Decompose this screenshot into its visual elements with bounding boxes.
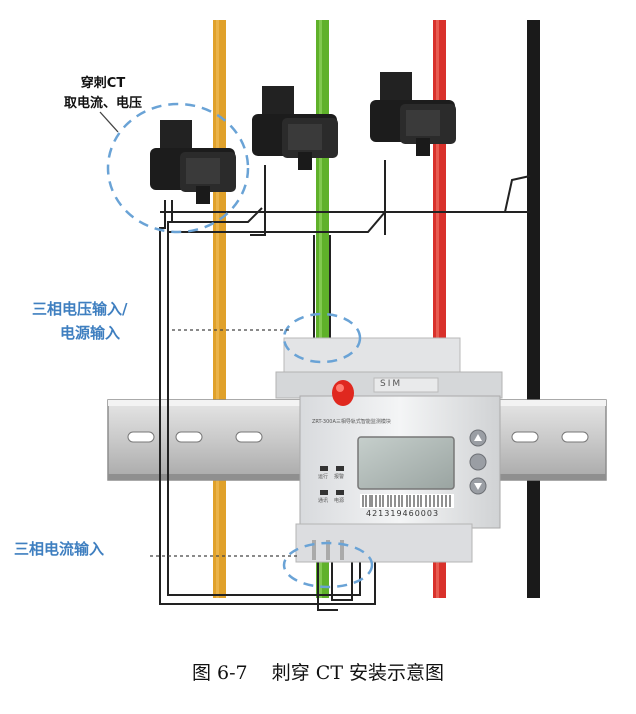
cable-black xyxy=(527,20,540,598)
piercing-ct-3 xyxy=(370,72,456,156)
voltage-input-label-line2: 电源输入 xyxy=(60,324,121,342)
serial-number: 421319460003 xyxy=(366,509,440,518)
cable-yellow xyxy=(213,20,226,598)
annotation-circles xyxy=(106,102,374,589)
ct-label-line2: 取电流、电压 xyxy=(63,96,142,111)
indicator-comm: 通讯 xyxy=(318,498,329,504)
menu-button xyxy=(469,453,487,471)
sim-slot-label: SIM xyxy=(380,379,403,389)
lcd-screen xyxy=(357,436,455,490)
current-input-label: 三相电流输入 xyxy=(14,540,105,558)
figure-caption: 图 6-7 刺穿 CT 安装示意图 xyxy=(191,662,445,684)
current-input-circle xyxy=(282,541,374,589)
voltage-input-circle xyxy=(282,312,362,364)
voltage-input-label-line1: 三相电压输入/ xyxy=(32,300,128,318)
device-model-text: ZRT-300A三相导轨式智能监测模块 xyxy=(312,419,391,425)
piercing-ct-2 xyxy=(252,86,338,170)
ct-label: 穿刺CT 取电流、电压 xyxy=(48,74,158,114)
signal-wires xyxy=(159,160,531,611)
leader-lines xyxy=(99,111,300,557)
indicator-power: 电源 xyxy=(334,498,345,504)
indicator-alarm: 报警 xyxy=(334,474,345,480)
piercing-ct-1 xyxy=(150,120,236,204)
monitoring-module xyxy=(275,337,503,563)
indicator-run: 运行 xyxy=(318,474,329,480)
status-led-red xyxy=(332,380,354,406)
ct-label-line1: 穿刺CT xyxy=(80,76,126,91)
ct-highlight-circle xyxy=(106,102,250,234)
